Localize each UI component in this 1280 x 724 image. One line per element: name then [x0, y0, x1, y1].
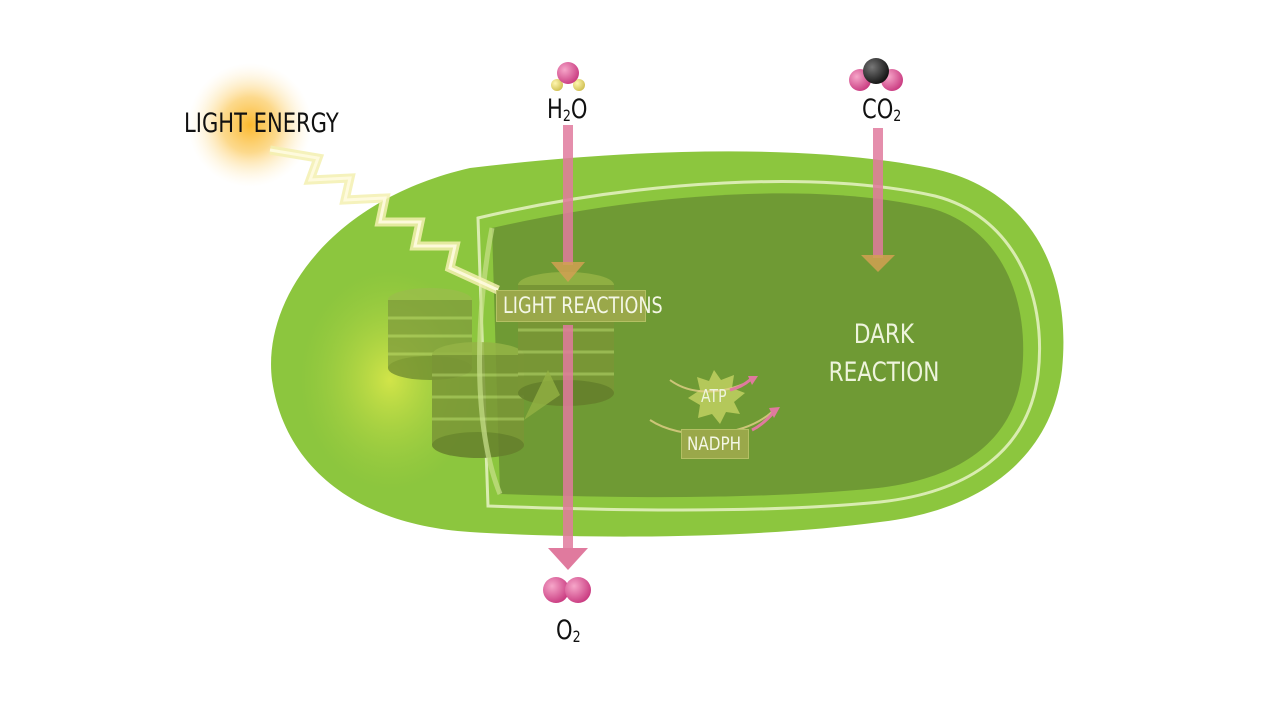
nadph-label: NADPH — [681, 429, 749, 459]
grana-stack-bottom — [432, 342, 524, 458]
dark-reaction-line2: REACTION — [828, 357, 940, 388]
oxygen-symbol: O — [556, 615, 573, 646]
oxygen-molecule-icon — [543, 577, 591, 603]
stroma — [492, 193, 1024, 498]
atp-arrowhead — [748, 376, 758, 385]
water-symbol: H — [547, 94, 563, 125]
oxygen-arrow-shaft — [563, 325, 573, 550]
oxygen-subscript: 2 — [572, 627, 581, 647]
water-arrow-head — [551, 262, 585, 282]
oxygen-label: O2 — [556, 617, 581, 645]
water-molecule-icon — [551, 62, 585, 91]
atp-burst — [688, 370, 745, 424]
outer-membrane — [476, 180, 1042, 512]
co2-molecule-icon — [849, 58, 903, 91]
dark-reaction-label: DARK REACTION — [820, 316, 948, 392]
nadph-arrowhead — [769, 407, 780, 418]
inner-membrane-edge — [477, 227, 503, 495]
water-arrow-shaft — [563, 125, 573, 265]
co2-arrow-shaft — [873, 128, 883, 258]
water-subscript: 2 — [562, 106, 571, 126]
lamella-connector — [524, 370, 560, 420]
co2-subscript: 2 — [893, 106, 902, 126]
water-oxygen-symbol: O — [570, 94, 588, 125]
co2-label: CO2 — [862, 96, 901, 124]
oxygen-arrow-head — [548, 548, 588, 570]
light-energy-bolt-core — [269, 148, 499, 292]
atp-label: ATP — [701, 386, 727, 407]
dark-reaction-line1: DARK — [853, 319, 915, 350]
co2-arrow-head — [861, 255, 895, 272]
light-energy-label: LIGHT ENERGY — [184, 108, 339, 139]
co2-symbol: CO — [862, 94, 894, 125]
water-label: H2O — [547, 96, 587, 124]
light-reactions-label: LIGHT REACTIONS — [496, 290, 663, 322]
